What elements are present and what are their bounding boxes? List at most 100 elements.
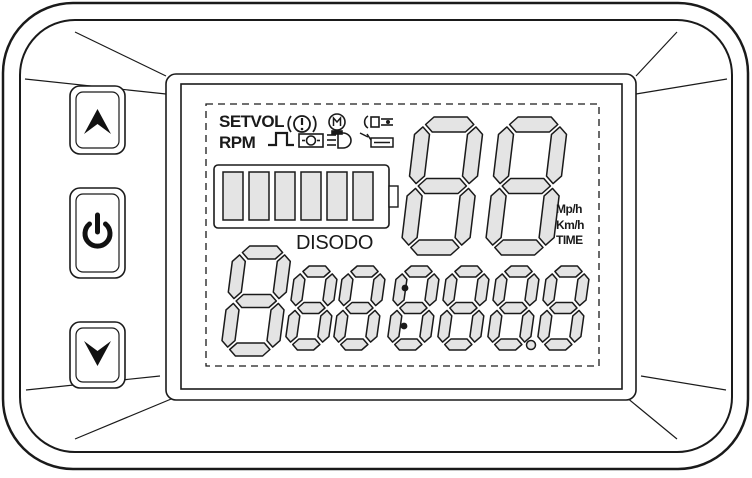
segment-b — [461, 126, 484, 185]
segment-f — [408, 126, 431, 185]
pulse-icon — [268, 131, 294, 147]
segment-g — [549, 301, 578, 315]
segment-a — [350, 265, 379, 278]
segment-d — [494, 239, 544, 256]
segment-c — [365, 309, 381, 343]
chevron-down-icon — [84, 341, 111, 366]
speed-digit — [401, 116, 484, 256]
segment-f — [227, 254, 247, 300]
cruise-icon — [298, 133, 324, 148]
odometer-colon-dots — [400, 284, 537, 351]
speed-digits — [401, 116, 568, 256]
segment-g — [297, 301, 326, 315]
segment-c — [266, 302, 285, 348]
battery-segment — [222, 171, 244, 221]
odometer-digit — [437, 265, 490, 351]
segment-e — [387, 309, 403, 343]
segment-b — [545, 126, 568, 185]
battery-segment — [326, 171, 348, 221]
segment-c — [469, 309, 485, 343]
battery-segment — [248, 171, 270, 221]
segment-d — [339, 338, 369, 351]
battery-gauge — [213, 164, 399, 229]
segment-a — [454, 265, 483, 278]
segment-d — [291, 338, 321, 351]
odometer-digit — [221, 245, 292, 357]
rpm-label: RPM — [219, 133, 256, 152]
segment-e — [437, 309, 453, 343]
segment-c — [317, 309, 333, 343]
segment-a — [508, 116, 559, 133]
segment-b — [370, 273, 386, 307]
segment-c — [519, 309, 535, 343]
headlight-icon — [327, 132, 352, 149]
odometer-digit — [487, 265, 540, 351]
segment-e — [401, 187, 423, 246]
up-button[interactable] — [69, 85, 126, 155]
segment-g — [417, 177, 468, 195]
segment-c — [569, 309, 585, 343]
segment-g — [499, 301, 528, 315]
battery-segment — [300, 171, 322, 221]
segment-a — [554, 265, 583, 278]
odometer-digit — [333, 265, 386, 351]
segment-a — [404, 265, 433, 278]
decimal-point — [525, 339, 537, 351]
segment-b — [424, 273, 440, 307]
segment-g — [345, 301, 374, 315]
segment-e — [487, 309, 503, 343]
segment-d — [493, 338, 523, 351]
segment-g — [501, 177, 552, 195]
odometer-digit — [387, 265, 440, 351]
segment-f — [392, 273, 408, 307]
segment-b — [272, 254, 292, 300]
segment-d — [443, 338, 473, 351]
segment-c — [454, 187, 476, 246]
segment-f — [542, 273, 558, 307]
odometer-digit — [537, 265, 590, 351]
segment-f — [442, 273, 458, 307]
segment-g — [399, 301, 428, 315]
segment-e — [537, 309, 553, 343]
segment-d — [228, 342, 271, 357]
motor-icon — [328, 113, 346, 135]
colon-dot-top — [401, 284, 409, 292]
setvol-label: SETVOL — [219, 112, 285, 131]
segment-a — [241, 245, 284, 260]
segment-b — [574, 273, 590, 307]
unit-mph-label: Mp/h — [556, 202, 583, 216]
segment-b — [322, 273, 338, 307]
segment-f — [290, 273, 306, 307]
power-button[interactable] — [69, 187, 126, 279]
down-button[interactable] — [69, 321, 126, 389]
screen-dashed-border — [205, 103, 600, 367]
segment-a — [424, 116, 475, 133]
throttle-icon — [363, 115, 393, 129]
segment-b — [474, 273, 490, 307]
chevron-up-icon — [84, 109, 111, 134]
segment-g — [449, 301, 478, 315]
segment-f — [492, 273, 508, 307]
segment-d — [393, 338, 423, 351]
segment-f — [338, 273, 354, 307]
segment-a — [302, 265, 331, 278]
odometer-digit — [285, 265, 338, 351]
odometer-digits — [221, 245, 590, 357]
segment-d — [410, 239, 460, 256]
battery-segment — [352, 171, 374, 221]
battery-segment — [274, 171, 296, 221]
mode-label: DISODO — [296, 232, 374, 254]
segment-c — [419, 309, 435, 343]
segment-g — [235, 293, 278, 309]
colon-dot-bottom — [400, 322, 408, 330]
unit-time-label: TIME — [556, 233, 583, 247]
segment-d — [543, 338, 573, 351]
segment-f — [492, 126, 515, 185]
segment-e — [221, 302, 240, 348]
segment-e — [285, 309, 301, 343]
segment-e — [333, 309, 349, 343]
segment-e — [485, 187, 507, 246]
speed-digit — [485, 116, 568, 256]
